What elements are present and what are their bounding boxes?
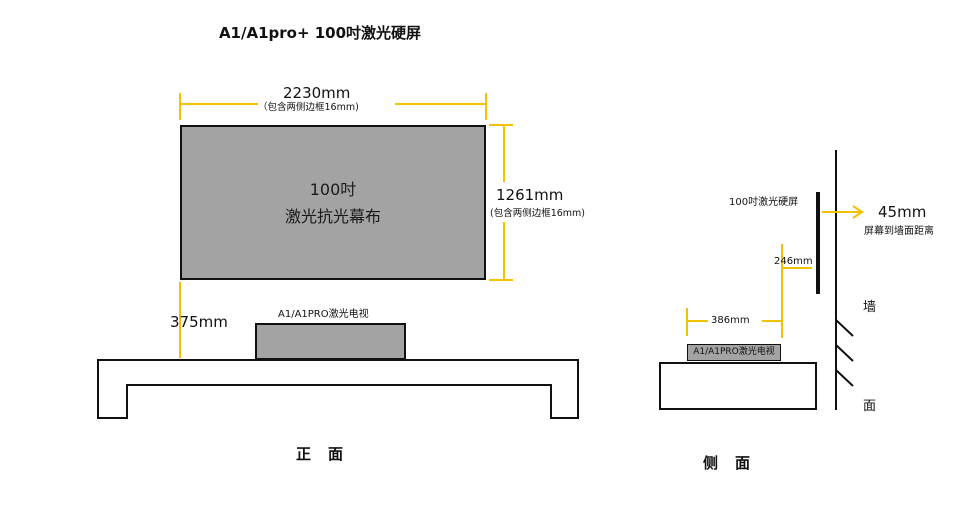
side-distance-note: 屏幕到墙面距离 (864, 226, 934, 237)
front-gap-value: 375mm (170, 313, 228, 331)
front-screen-size: 100吋 (309, 180, 357, 199)
side-distance-arrow (822, 205, 864, 219)
front-tv-label: A1/A1PRO激光电视 (278, 309, 369, 320)
side-wall-label-top: 墙 (863, 300, 877, 315)
front-screen (180, 125, 486, 280)
side-wall-label-bottom: 面 (863, 399, 877, 414)
front-width-value: 2230mm (283, 84, 351, 102)
side-height-dimension (781, 244, 812, 338)
side-laser-tv: A1/A1PRO激光电视 (687, 344, 781, 361)
side-distance-value: 45mm (878, 203, 927, 221)
side-stand (659, 362, 817, 410)
side-view-caption: 侧 面 (703, 454, 752, 472)
page-title: A1/A1pro+ 100吋激光硬屏 (218, 24, 422, 42)
side-depth-value: 386mm (711, 315, 750, 326)
front-width-dimension (179, 93, 487, 120)
front-stand (97, 359, 579, 419)
front-height-dimension (489, 124, 513, 281)
side-depth-dimension (686, 308, 782, 336)
front-width-note: （包含两侧边框16mm) (258, 102, 359, 113)
front-height-note: (包含两侧边框16mm) (490, 208, 586, 219)
front-view-caption: 正 面 (296, 445, 345, 463)
front-laser-tv (255, 323, 406, 360)
side-wall-hatch (835, 319, 854, 387)
front-screen-type: 激光抗光幕布 (284, 207, 381, 226)
side-height-value: 246mm (774, 256, 813, 267)
front-height-value: 1261mm (496, 186, 564, 204)
side-screen-label: 100吋激光硬屏 (729, 197, 799, 208)
